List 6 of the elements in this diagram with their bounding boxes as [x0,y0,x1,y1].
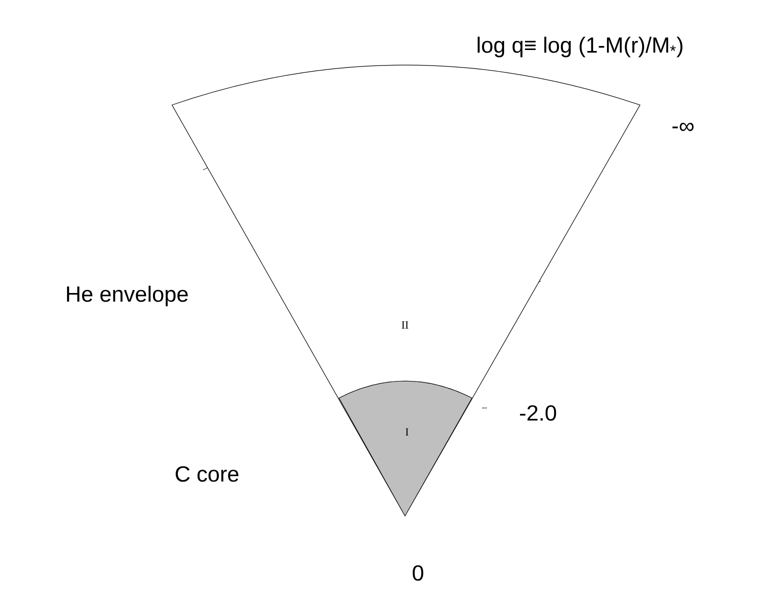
axis-title: log q≡ log (1-M(r)/M$_{*}$) [478,36,682,58]
value-label: 0 [412,565,424,581]
core-sector: I [338,380,472,516]
value-label: -∞ [672,122,694,132]
region-label: C core [176,466,238,482]
value-label: -2.0 [520,405,556,421]
